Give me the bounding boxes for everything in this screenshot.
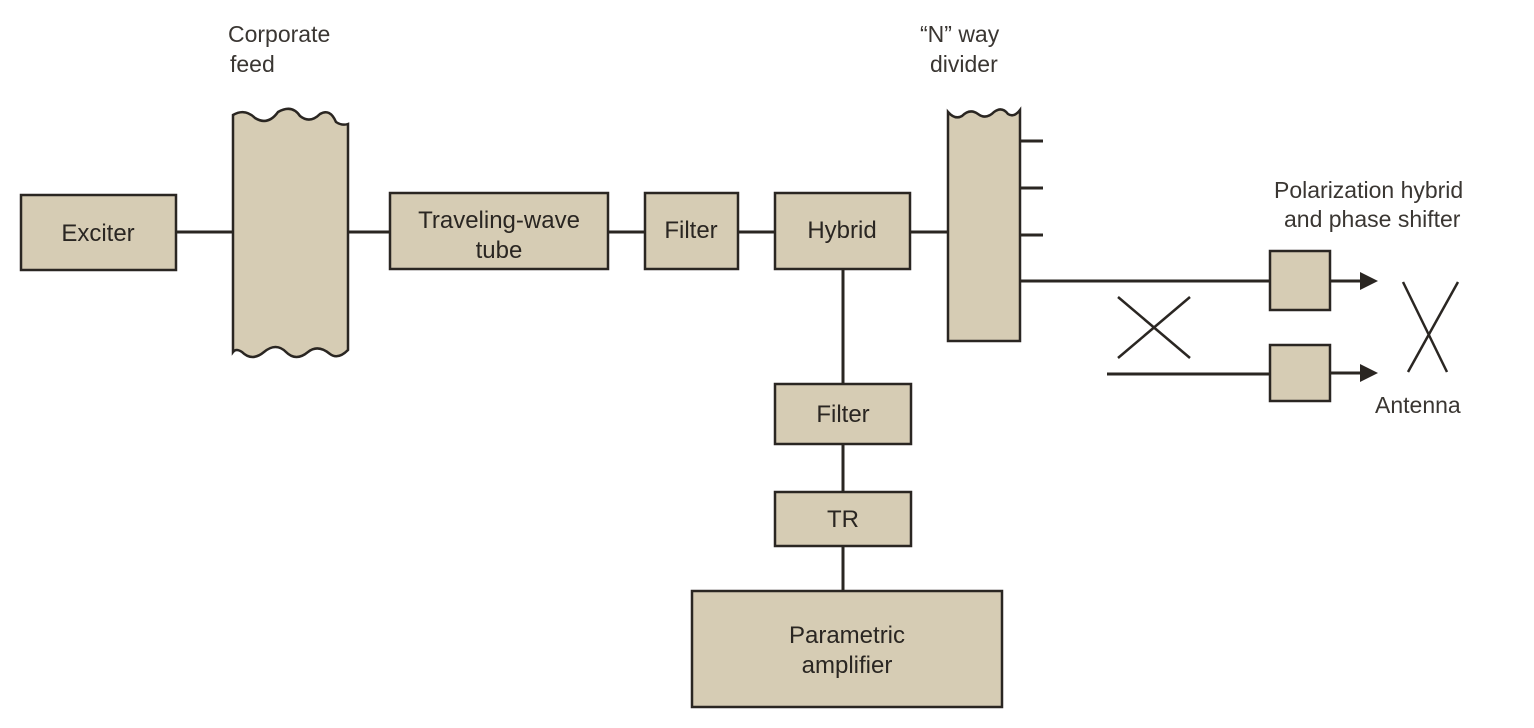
- svg-text:“N” way: “N” way: [920, 21, 1000, 47]
- block-exciter: Exciter: [19, 193, 178, 272]
- svg-text:Parametric: Parametric: [789, 622, 905, 649]
- block-hybrid: Hybrid: [773, 191, 912, 271]
- svg-text:Exciter: Exciter: [61, 220, 134, 247]
- svg-text:Filter: Filter: [664, 217, 717, 244]
- svg-text:Traveling-wave: Traveling-wave: [418, 207, 580, 234]
- block-filter-transmit: Filter: [643, 191, 740, 271]
- svg-text:and phase shifter: and phase shifter: [1284, 206, 1461, 232]
- svg-text:Antenna: Antenna: [1375, 392, 1461, 418]
- svg-text:Corporate: Corporate: [228, 21, 330, 47]
- polarization-hybrid-caption: Polarization hybrid and phase shifter: [1274, 177, 1463, 232]
- block-parametric-amplifier: Parametric amplifier: [690, 589, 1004, 709]
- arrow-lower-to-antenna: [1330, 364, 1378, 382]
- antenna-icon: [1401, 281, 1460, 373]
- svg-text:Filter: Filter: [816, 401, 869, 428]
- block-tr: TR: [773, 490, 913, 548]
- block-traveling-wave-tube: Traveling-wave tube: [388, 191, 610, 271]
- block-polarization-hybrid-lower: [1268, 343, 1332, 403]
- corporate-feed-caption: Corporate feed: [228, 21, 330, 77]
- block-n-way-divider: [946, 106, 1022, 343]
- svg-text:tube: tube: [476, 237, 523, 264]
- block-filter-receive: Filter: [773, 382, 913, 446]
- block-polarization-hybrid-upper: [1268, 249, 1332, 312]
- svg-text:Polarization hybrid: Polarization hybrid: [1274, 177, 1463, 203]
- block-corporate-feed: [231, 107, 350, 359]
- antenna-caption: Antenna: [1375, 392, 1461, 418]
- svg-text:TR: TR: [827, 506, 859, 533]
- crossover-x-icon: [1117, 296, 1191, 359]
- arrow-upper-to-antenna: [1330, 272, 1378, 290]
- svg-text:divider: divider: [930, 51, 998, 77]
- n-way-divider-caption: “N” way divider: [920, 21, 1000, 77]
- svg-text:Hybrid: Hybrid: [807, 217, 876, 244]
- svg-text:amplifier: amplifier: [802, 652, 893, 679]
- svg-text:feed: feed: [230, 51, 275, 77]
